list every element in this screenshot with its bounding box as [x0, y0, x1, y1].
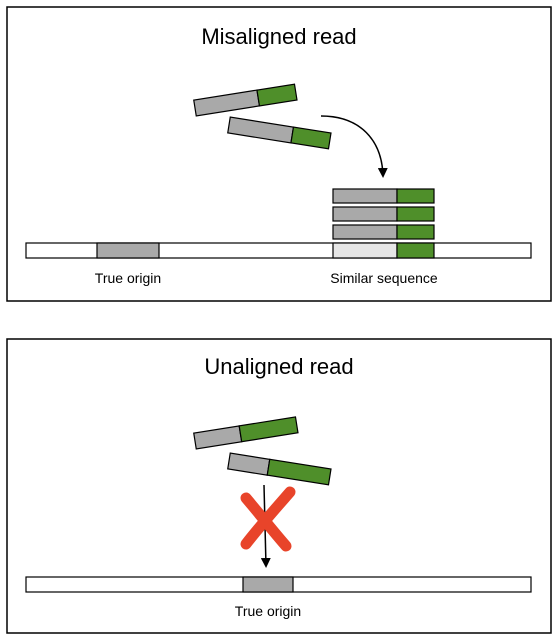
- floating-read: [227, 116, 332, 150]
- fail-cross-icon: [240, 486, 296, 552]
- panel-title: Misaligned read: [201, 24, 356, 49]
- true-origin-region: [96, 242, 160, 259]
- stacked-read: [332, 206, 435, 222]
- read-gray-segment: [332, 224, 398, 240]
- misalign-arrow: [320, 115, 388, 178]
- stacked-read: [332, 224, 435, 240]
- similar-sequence-region: [332, 242, 398, 259]
- true-origin-label: True origin: [235, 603, 301, 619]
- read-gray-segment: [332, 206, 398, 222]
- true-origin-label: True origin: [95, 270, 161, 286]
- read-gray-segment: [332, 188, 398, 204]
- read-green-segment: [396, 188, 435, 204]
- panel-unaligned: Unaligned read True origin: [6, 338, 552, 634]
- read-green-segment: [396, 206, 435, 222]
- floating-read: [193, 416, 299, 450]
- read-green-segment: [290, 126, 332, 150]
- read-green-segment: [238, 416, 299, 443]
- similar-sequence-label: Similar sequence: [330, 270, 438, 286]
- read-green-segment: [256, 83, 298, 107]
- stacked-read: [332, 188, 435, 204]
- floating-read: [227, 452, 332, 486]
- read-green-segment: [266, 458, 332, 486]
- true-origin-region: [242, 576, 294, 593]
- read-green-segment: [396, 224, 435, 240]
- floating-read: [193, 83, 298, 117]
- panel-misaligned: Misaligned read True: [6, 6, 552, 302]
- panel-title: Unaligned read: [204, 354, 353, 379]
- similar-sequence-green-region: [396, 242, 435, 259]
